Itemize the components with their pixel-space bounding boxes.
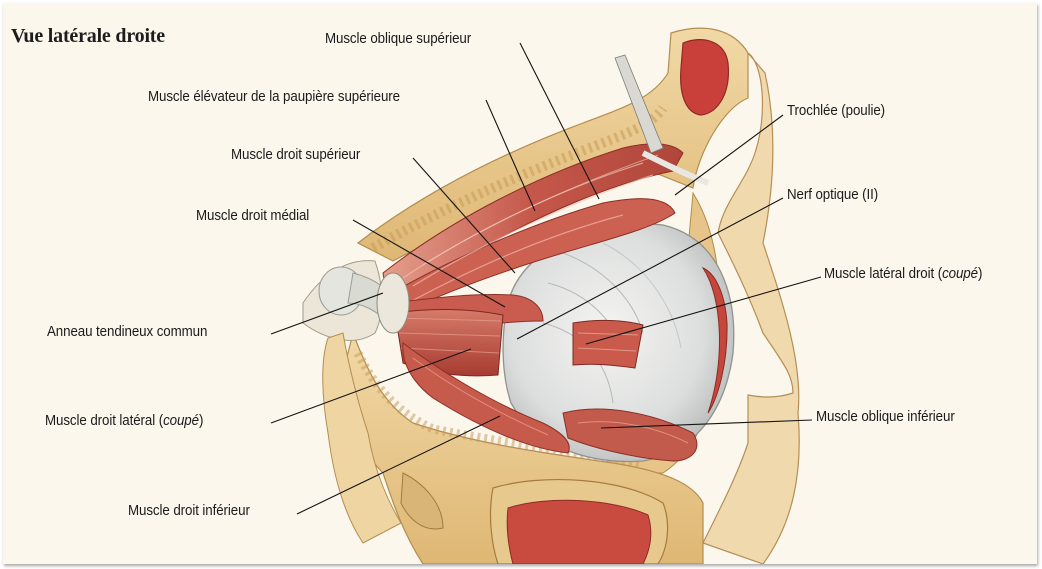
- label-italic: coupé: [163, 413, 199, 429]
- label-muscle-droit-lateral: Muscle droit latéral (coupé): [45, 413, 203, 429]
- label-trochlee: Trochlée (poulie): [787, 103, 885, 119]
- label-nerf-optique: Nerf optique (II): [787, 187, 878, 203]
- label-muscle-droit-medial: Muscle droit médial: [196, 208, 309, 224]
- label-muscle-elevateur-paupiere: Muscle élévateur de la paupière supérieu…: [148, 89, 400, 105]
- label-prefix: Muscle droit latéral (: [45, 413, 163, 429]
- label-italic: coupé: [942, 266, 978, 282]
- label-suffix: ): [978, 266, 982, 282]
- figure-title: Vue latérale droite: [11, 25, 165, 48]
- label-muscle-droit-superieur: Muscle droit supérieur: [231, 147, 360, 163]
- label-muscle-lateral-droit: Muscle latéral droit (coupé): [824, 266, 982, 282]
- orbit-illustration: [3, 3, 1037, 564]
- label-prefix: Muscle latéral droit (: [824, 266, 942, 282]
- label-muscle-oblique-inferieur: Muscle oblique inférieur: [816, 409, 955, 425]
- label-muscle-oblique-superieur: Muscle oblique supérieur: [325, 31, 471, 47]
- anatomy-figure: Vue latérale droite Muscle oblique supér…: [3, 3, 1037, 564]
- label-anneau-tendineux-commun: Anneau tendineux commun: [47, 324, 207, 340]
- label-muscle-droit-inferieur: Muscle droit inférieur: [128, 503, 250, 519]
- label-suffix: ): [199, 413, 203, 429]
